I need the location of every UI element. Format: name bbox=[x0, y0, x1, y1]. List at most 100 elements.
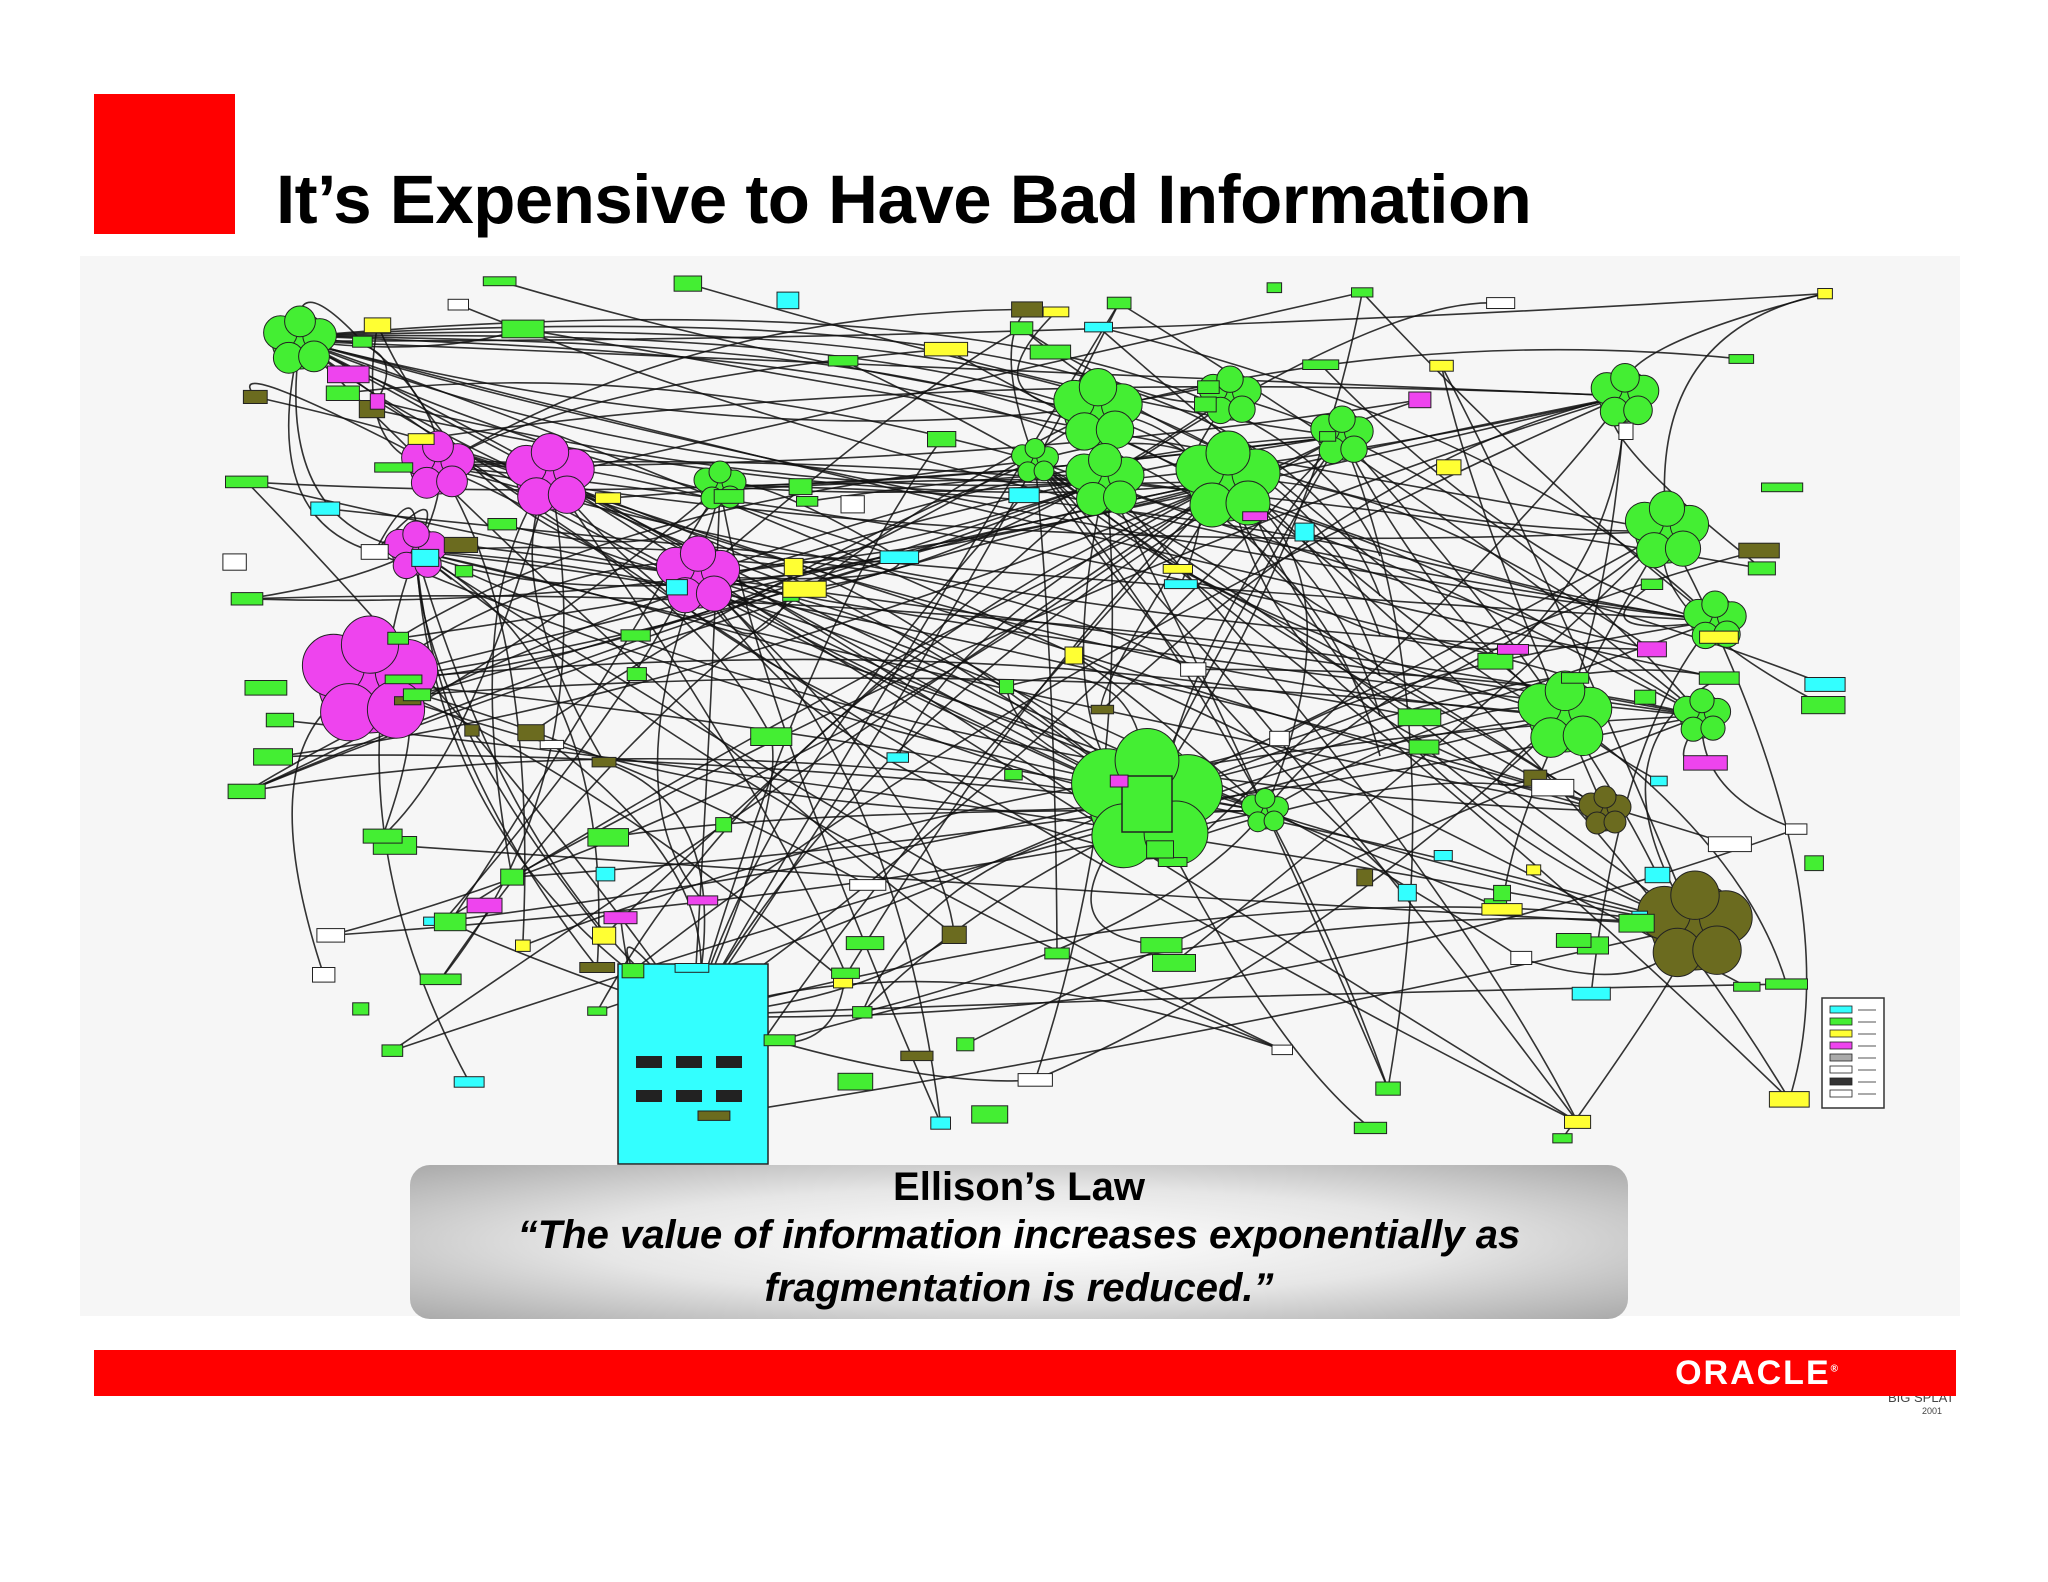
cluster-lobe bbox=[530, 433, 570, 472]
connection-line bbox=[437, 461, 900, 558]
node-box bbox=[1571, 986, 1611, 1001]
node-box bbox=[387, 631, 409, 645]
cluster-lobe bbox=[1610, 363, 1640, 393]
node-box bbox=[1044, 947, 1070, 960]
legend-swatch bbox=[1829, 1041, 1853, 1050]
cluster-lobe bbox=[1205, 430, 1251, 476]
node-box bbox=[927, 431, 957, 448]
node-box bbox=[242, 389, 268, 404]
connection-line bbox=[304, 335, 1381, 717]
slide-title: It’s Expensive to Have Bad Information bbox=[276, 161, 1532, 238]
node-box bbox=[316, 928, 346, 943]
connection-line bbox=[457, 303, 1716, 622]
cluster-20 bbox=[1578, 785, 1632, 835]
node-box bbox=[539, 739, 565, 750]
node-box bbox=[1152, 954, 1196, 972]
node-box bbox=[515, 939, 531, 952]
node-box bbox=[1768, 1091, 1810, 1108]
node-box bbox=[1699, 630, 1739, 644]
database-table-mark bbox=[636, 1056, 662, 1068]
connection-line bbox=[1010, 308, 1036, 462]
connection-line bbox=[246, 485, 721, 793]
node-box bbox=[1408, 391, 1432, 409]
node-box bbox=[1009, 321, 1034, 336]
node-box bbox=[591, 756, 617, 768]
node-box bbox=[587, 1006, 608, 1016]
connection-line bbox=[415, 550, 694, 1017]
cluster-18 bbox=[1672, 688, 1732, 742]
cluster-lobe bbox=[1024, 438, 1046, 459]
node-box bbox=[374, 462, 414, 473]
node-box bbox=[1486, 297, 1516, 309]
node-box bbox=[923, 341, 969, 357]
connection-line bbox=[437, 308, 1028, 467]
node-box bbox=[362, 828, 403, 844]
node-box bbox=[327, 365, 370, 384]
node-box bbox=[1733, 981, 1761, 992]
node-box bbox=[1804, 677, 1846, 692]
connection-line bbox=[369, 658, 1420, 719]
diagram-legend bbox=[1821, 997, 1885, 1109]
node-box bbox=[325, 385, 360, 401]
node-box bbox=[222, 553, 247, 571]
node-box bbox=[886, 752, 909, 763]
cluster-10 bbox=[1011, 438, 1059, 483]
cluster-lobe bbox=[1670, 870, 1720, 920]
node-box bbox=[879, 550, 920, 564]
connection-line bbox=[1227, 479, 1653, 650]
connection-line bbox=[1146, 292, 1363, 802]
connection-line bbox=[603, 480, 1106, 937]
cluster-lobe bbox=[1664, 530, 1702, 567]
connection-line bbox=[279, 719, 1696, 927]
node-box bbox=[1650, 775, 1668, 787]
node-box bbox=[971, 1105, 1009, 1124]
connection-line bbox=[522, 328, 1668, 532]
node-box bbox=[1042, 306, 1070, 318]
node-box bbox=[487, 518, 518, 531]
cluster-lobe bbox=[1254, 788, 1276, 809]
cluster-lobe bbox=[547, 475, 587, 514]
node-box bbox=[501, 319, 545, 339]
connection-line bbox=[299, 292, 1826, 342]
connection-line bbox=[378, 550, 470, 1083]
law-quote: “The value of information increases expo… bbox=[517, 1213, 1521, 1310]
cluster-3 bbox=[505, 433, 595, 516]
connection-line bbox=[1034, 460, 1653, 651]
connection-line bbox=[1034, 460, 1058, 954]
connection-line bbox=[392, 715, 1566, 1052]
connection-line bbox=[416, 480, 1106, 696]
node-box bbox=[1106, 296, 1132, 310]
node-box bbox=[1561, 672, 1590, 684]
node-box bbox=[1004, 769, 1023, 781]
cluster-lobe bbox=[1648, 490, 1686, 527]
connection-line bbox=[1146, 669, 1720, 802]
connection-line bbox=[246, 595, 1703, 717]
connection-line bbox=[1034, 460, 1790, 1100]
node-box bbox=[956, 1037, 975, 1052]
connection-line bbox=[377, 400, 1148, 802]
node-box bbox=[783, 557, 804, 577]
connection-line bbox=[382, 475, 551, 837]
node-box bbox=[482, 276, 517, 287]
node-box bbox=[1242, 511, 1268, 522]
node-box bbox=[594, 492, 622, 504]
connection-line bbox=[1034, 715, 1566, 1081]
connection-line bbox=[1172, 395, 1626, 863]
node-box bbox=[464, 724, 480, 737]
quote-callout: Ellison’s Law “The value of information … bbox=[410, 1165, 1628, 1319]
node-box bbox=[1644, 866, 1671, 884]
node-box bbox=[587, 828, 629, 847]
connection-line bbox=[697, 575, 956, 935]
node-box bbox=[1801, 696, 1846, 715]
node-box bbox=[697, 1110, 731, 1121]
cluster-lobe bbox=[1623, 395, 1653, 426]
node-box bbox=[381, 1044, 404, 1057]
node-box bbox=[363, 317, 392, 334]
node-box bbox=[831, 967, 860, 979]
node-box bbox=[1140, 937, 1183, 954]
cluster-lobe bbox=[1095, 410, 1135, 449]
node-box bbox=[840, 495, 865, 514]
node-box bbox=[1064, 646, 1084, 665]
node-box bbox=[1429, 359, 1454, 372]
database-table-mark bbox=[676, 1056, 702, 1068]
